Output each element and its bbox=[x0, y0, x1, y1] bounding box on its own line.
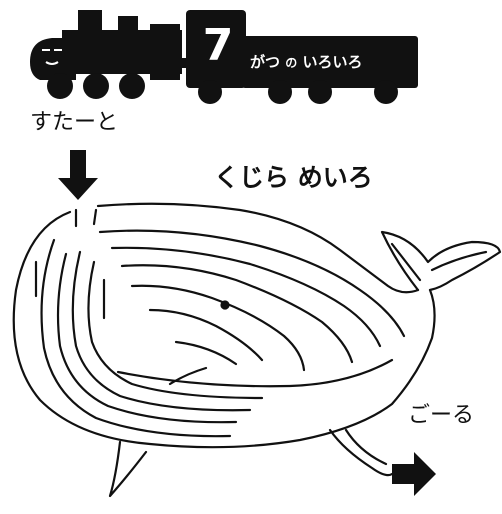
month-theme-label: がつ の いろいろ bbox=[250, 50, 420, 74]
start-label: すたーと bbox=[30, 110, 119, 135]
month-suffix: がつ bbox=[250, 53, 281, 71]
page-title: くじら めいろ bbox=[214, 163, 373, 192]
month-theme: いろいろ bbox=[302, 53, 363, 71]
month-particle: の bbox=[285, 56, 298, 70]
goal-label: ごーる bbox=[408, 403, 475, 428]
month-number: 7 bbox=[202, 20, 234, 71]
